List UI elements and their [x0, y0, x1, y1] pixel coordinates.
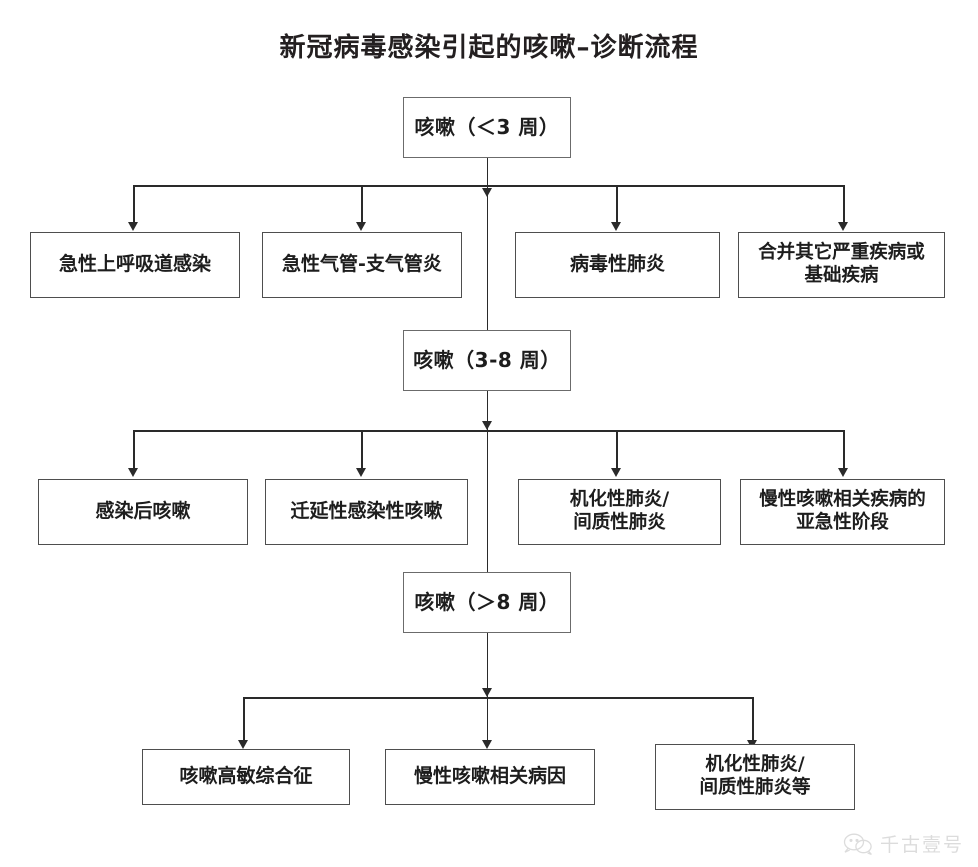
connector-subacute-branch-2 — [361, 430, 363, 468]
connector-subacute-branch-4-arrow — [838, 468, 848, 477]
decision-node-subacute-cough-label: 咳嗽（3-8 周） — [413, 348, 561, 373]
page-title: 新冠病毒感染引起的咳嗽–诊断流程 — [279, 33, 699, 63]
outcome-box-chronic-2[interactable]: 慢性咳嗽相关病因 — [385, 749, 595, 805]
outcome-box-chronic-1[interactable]: 咳嗽高敏综合征 — [142, 749, 350, 805]
outcome-box-chronic-3[interactable]: 机化性肺炎/ 间质性肺炎等 — [655, 744, 855, 810]
connector-acute-stem — [486, 158, 489, 186]
outcome-box-acute-1-label: 急性上呼吸道感染 — [58, 253, 211, 276]
connector-chronic-branch-3 — [752, 697, 754, 740]
outcome-box-subacute-4[interactable]: 慢性咳嗽相关疾病的 亚急性阶段 — [740, 479, 945, 545]
decision-node-subacute-cough[interactable]: 咳嗽（3-8 周） — [403, 330, 571, 391]
connector-chronic-center-arrow — [481, 688, 492, 697]
outcome-box-subacute-3[interactable]: 机化性肺炎/ 间质性肺炎 — [518, 479, 721, 545]
outcome-box-acute-4[interactable]: 合并其它严重疾病或 基础疾病 — [738, 232, 945, 298]
connector-chronic-branch-1-arrow — [238, 740, 248, 749]
outcome-box-chronic-3-label: 机化性肺炎/ 间质性肺炎等 — [699, 754, 811, 798]
connector-bus-chronic — [243, 697, 753, 699]
connector-chronic-branch-2 — [486, 697, 489, 740]
connector-acute-center-arrow — [481, 188, 492, 197]
outcome-box-subacute-3-label: 机化性肺炎/ 间质性肺炎 — [569, 489, 670, 533]
connector-acute-branch-1-arrow — [128, 222, 138, 231]
watermark-text: 千古壹号 — [879, 834, 964, 856]
connector-chronic-branch-2-arrow — [481, 740, 492, 749]
outcome-box-chronic-2-label: 慢性咳嗽相关病因 — [413, 765, 566, 788]
connector-acute-branch-4 — [843, 185, 845, 222]
connector-subacute-branch-1-arrow — [128, 468, 138, 477]
connector-subacute-center-arrow — [481, 421, 492, 430]
outcome-box-subacute-2-label: 迁延性感染性咳嗽 — [290, 500, 443, 523]
outcome-box-subacute-1-label: 感染后咳嗽 — [95, 500, 191, 523]
connector-acute-branch-3-arrow — [611, 222, 621, 231]
connector-acute-branch-4-arrow — [838, 222, 848, 231]
outcome-box-acute-3[interactable]: 病毒性肺炎 — [515, 232, 720, 298]
connector-chronic-stem — [486, 633, 489, 697]
decision-node-chronic-cough[interactable]: 咳嗽（＞8 周） — [403, 572, 571, 633]
decision-node-acute-cough-label: 咳嗽（＜3 周） — [414, 115, 560, 140]
connector-subacute-branch-1 — [133, 430, 135, 468]
connector-subacute-to-chronic — [486, 430, 489, 572]
outcome-box-subacute-2[interactable]: 迁延性感染性咳嗽 — [265, 479, 468, 545]
connector-subacute-branch-2-arrow — [356, 468, 366, 477]
decision-node-chronic-cough-label: 咳嗽（＞8 周） — [414, 590, 560, 615]
outcome-box-acute-3-label: 病毒性肺炎 — [569, 253, 665, 276]
connector-bus-acute — [133, 185, 844, 187]
connector-acute-branch-1 — [133, 185, 135, 222]
connector-acute-to-subacute — [486, 185, 489, 330]
connector-subacute-branch-3 — [616, 430, 618, 468]
outcome-box-acute-2[interactable]: 急性气管-支气管炎 — [262, 232, 462, 298]
outcome-box-subacute-4-label: 慢性咳嗽相关疾病的 亚急性阶段 — [759, 489, 926, 533]
outcome-box-acute-1[interactable]: 急性上呼吸道感染 — [30, 232, 240, 298]
decision-node-acute-cough[interactable]: 咳嗽（＜3 周） — [403, 97, 571, 158]
wechat-icon — [843, 832, 873, 856]
connector-chronic-branch-1 — [243, 697, 245, 740]
connector-acute-branch-2 — [361, 185, 363, 222]
outcome-box-acute-4-label: 合并其它严重疾病或 基础疾病 — [758, 242, 925, 286]
outcome-box-chronic-1-label: 咳嗽高敏综合征 — [179, 765, 313, 788]
connector-acute-branch-3 — [616, 185, 618, 222]
outcome-box-acute-2-label: 急性气管-支气管炎 — [282, 253, 442, 276]
connector-acute-branch-2-arrow — [356, 222, 366, 231]
connector-subacute-stem — [486, 391, 489, 430]
outcome-box-subacute-1[interactable]: 感染后咳嗽 — [38, 479, 248, 545]
connector-subacute-branch-4 — [843, 430, 845, 468]
connector-subacute-branch-3-arrow — [611, 468, 621, 477]
connector-bus-subacute — [133, 430, 844, 432]
watermark: 千古壹号 — [843, 830, 964, 857]
